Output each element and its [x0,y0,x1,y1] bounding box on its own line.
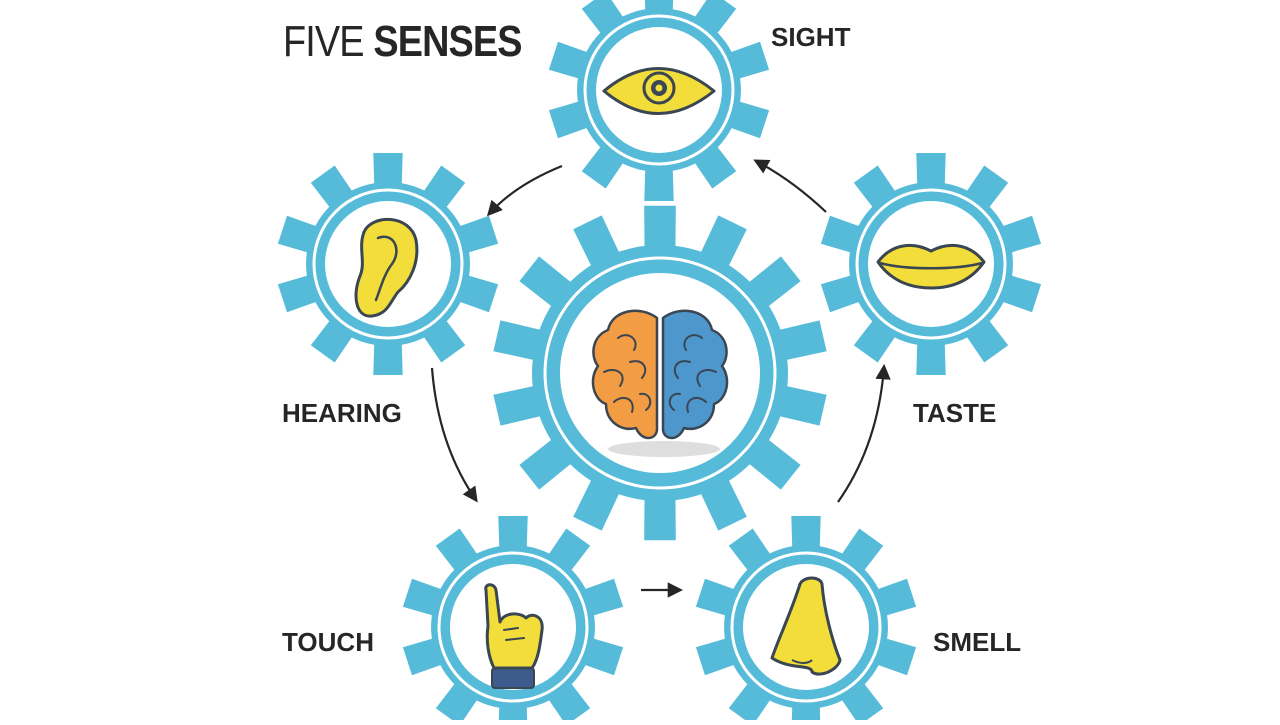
gear-center [493,205,827,541]
label-smell: SMELL [933,627,1022,657]
gear-smell-ring [730,551,882,703]
label-touch: TOUCH [282,627,374,657]
arrow-smell-to-taste [837,363,891,503]
title-word-five: FIVE [283,17,365,66]
page-title: FIVE SENSES [283,16,523,68]
gear-hearing-ring [312,188,464,340]
brain-right-hemisphere [661,309,729,440]
gear-center-ring [543,256,777,490]
arrow-hearing-to-touch [430,367,478,503]
gear-sight-ring [583,14,735,166]
eye-icon [602,67,716,115]
label-taste: TASTE [913,398,997,428]
arrow-taste-to-sight [753,159,827,213]
arrow-sight-to-hearing [486,164,563,217]
label-sight: SIGHT [771,22,851,52]
nose-icon [770,576,842,676]
lips-icon [876,243,986,290]
title-word-senses: SENSES [373,17,522,66]
gear-touch-ring [437,551,589,703]
ear-icon [354,218,419,318]
brain-icon [591,309,729,457]
pointing-hand-icon [484,583,544,689]
brain-left-hemisphere [591,309,659,440]
label-hearing: HEARING [282,398,402,428]
gear-taste-ring [855,188,1007,340]
